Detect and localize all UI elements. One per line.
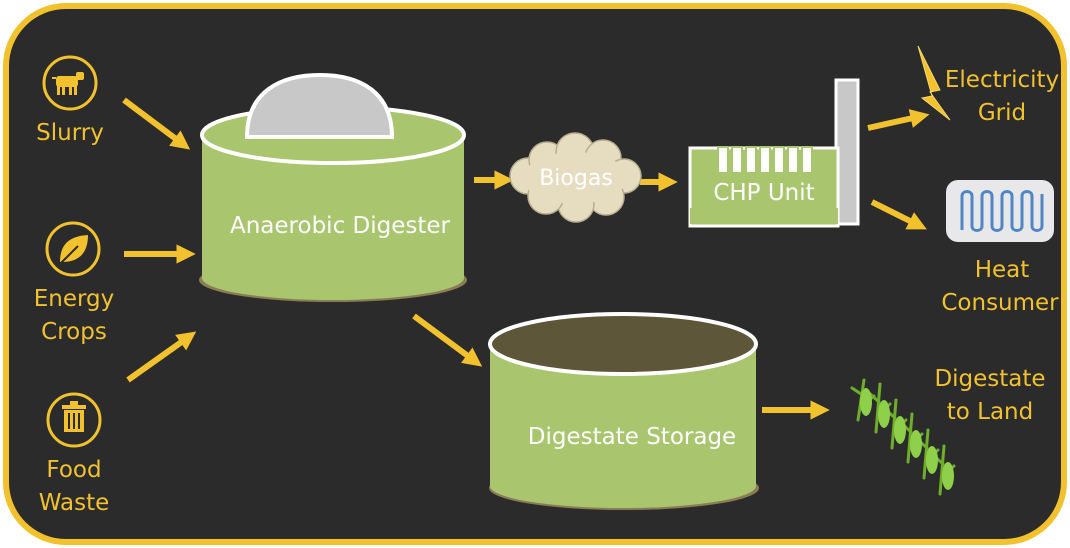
cow-icon (42, 55, 98, 111)
leaf-glyph (60, 235, 88, 262)
storage-label: Digestate Storage (528, 424, 736, 450)
flow-arrows (122, 97, 930, 420)
heat-label-line2: Consumer (941, 290, 1059, 316)
arrow-waste-to-digester (126, 331, 197, 383)
land-label-line2: to Land (947, 399, 1034, 425)
food-waste-input: Food Waste (39, 392, 110, 516)
electricity-label-line2: Grid (978, 100, 1026, 126)
energy-crops-input: Energy Crops (34, 221, 115, 345)
trash-icon (46, 392, 102, 448)
electricity-output: Electricity Grid (917, 45, 1059, 126)
arrow-chp-to-heat (870, 199, 927, 230)
digester-label: Anaerobic Digester (230, 213, 451, 239)
land-label-line1: Digestate (934, 366, 1045, 392)
biogas-label: Biogas (539, 166, 613, 191)
arrow-digester-to-storage (412, 313, 483, 367)
arrow-chp-to-electricity (867, 109, 930, 131)
energy-crops-label-line1: Energy (34, 286, 115, 312)
energy-crops-label-line2: Crops (41, 319, 107, 345)
trash-glyph (62, 401, 86, 432)
electricity-label-line1: Electricity (945, 67, 1059, 93)
food-waste-label-line1: Food (46, 457, 101, 483)
leaf-icon (45, 221, 101, 277)
chp-unit: CHP Unit (688, 78, 860, 228)
chp-vents (717, 146, 813, 174)
lightning-icon (917, 45, 951, 121)
food-waste-label-line2: Waste (39, 490, 110, 516)
heat-label-line1: Heat (975, 257, 1030, 283)
heat-output: Heat Consumer (941, 180, 1059, 316)
arrow-slurry-to-digester (122, 97, 191, 150)
land-output: Digestate to Land (850, 366, 1046, 496)
biogas-cloud: Biogas (509, 132, 642, 223)
cow-glyph (52, 72, 84, 95)
digester-dome (244, 72, 395, 139)
slurry-input: Slurry (36, 55, 104, 146)
chp-label: CHP Unit (713, 180, 814, 206)
slurry-label: Slurry (36, 120, 104, 146)
anaerobic-digester: Anaerobic Digester (199, 72, 467, 302)
digestate-storage: Digestate Storage (488, 312, 759, 510)
